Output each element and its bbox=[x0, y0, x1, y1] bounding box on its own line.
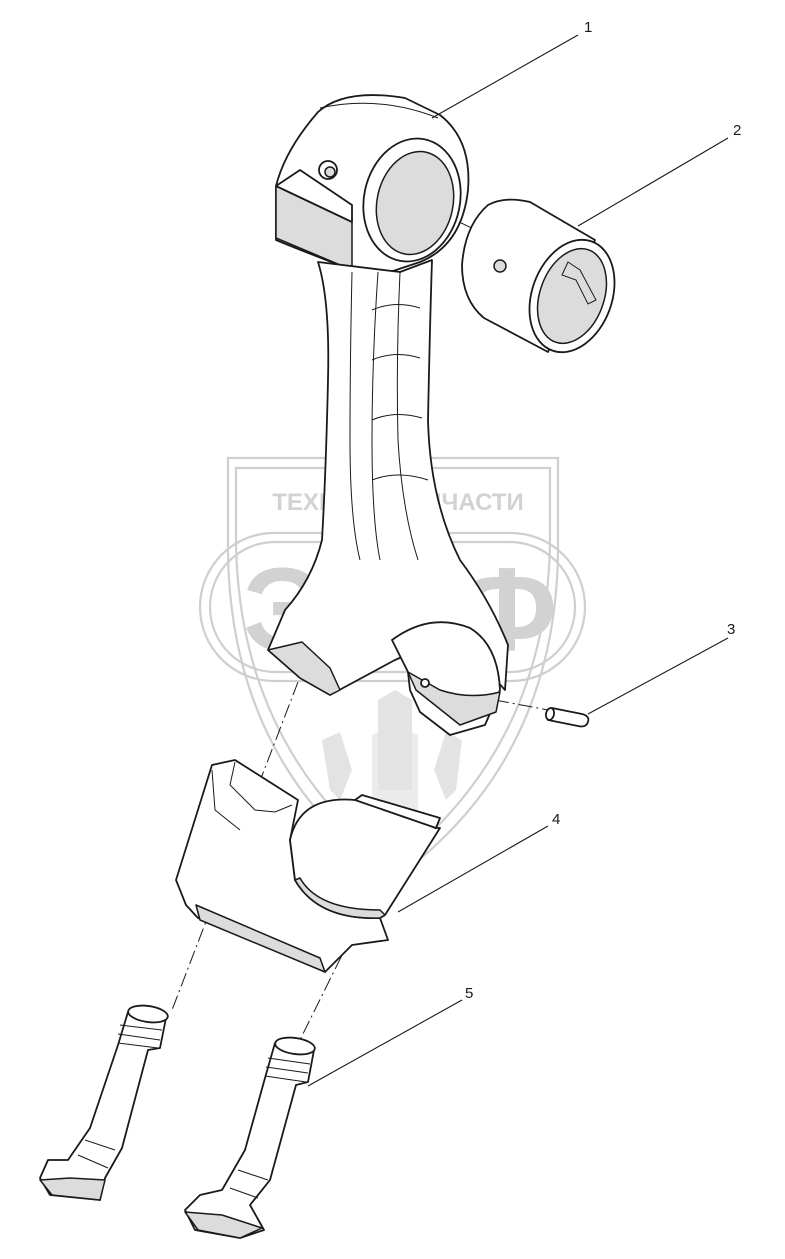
callout-1-label: 1 bbox=[584, 19, 592, 36]
callout-2-label: 2 bbox=[733, 122, 741, 139]
connecting-rod-cap bbox=[175, 759, 441, 973]
callout-4-label: 4 bbox=[552, 811, 560, 828]
bushing bbox=[461, 198, 616, 354]
callout-3-label: 3 bbox=[727, 621, 735, 638]
callout-5-label: 5 bbox=[465, 985, 473, 1002]
pin bbox=[544, 707, 590, 728]
connecting-rod bbox=[267, 94, 509, 736]
callout-leaders bbox=[307, 34, 729, 1087]
bolt-left bbox=[39, 1004, 169, 1201]
bolt-right bbox=[184, 1036, 316, 1239]
callout-labels: 1 2 3 4 5 bbox=[465, 19, 741, 1002]
